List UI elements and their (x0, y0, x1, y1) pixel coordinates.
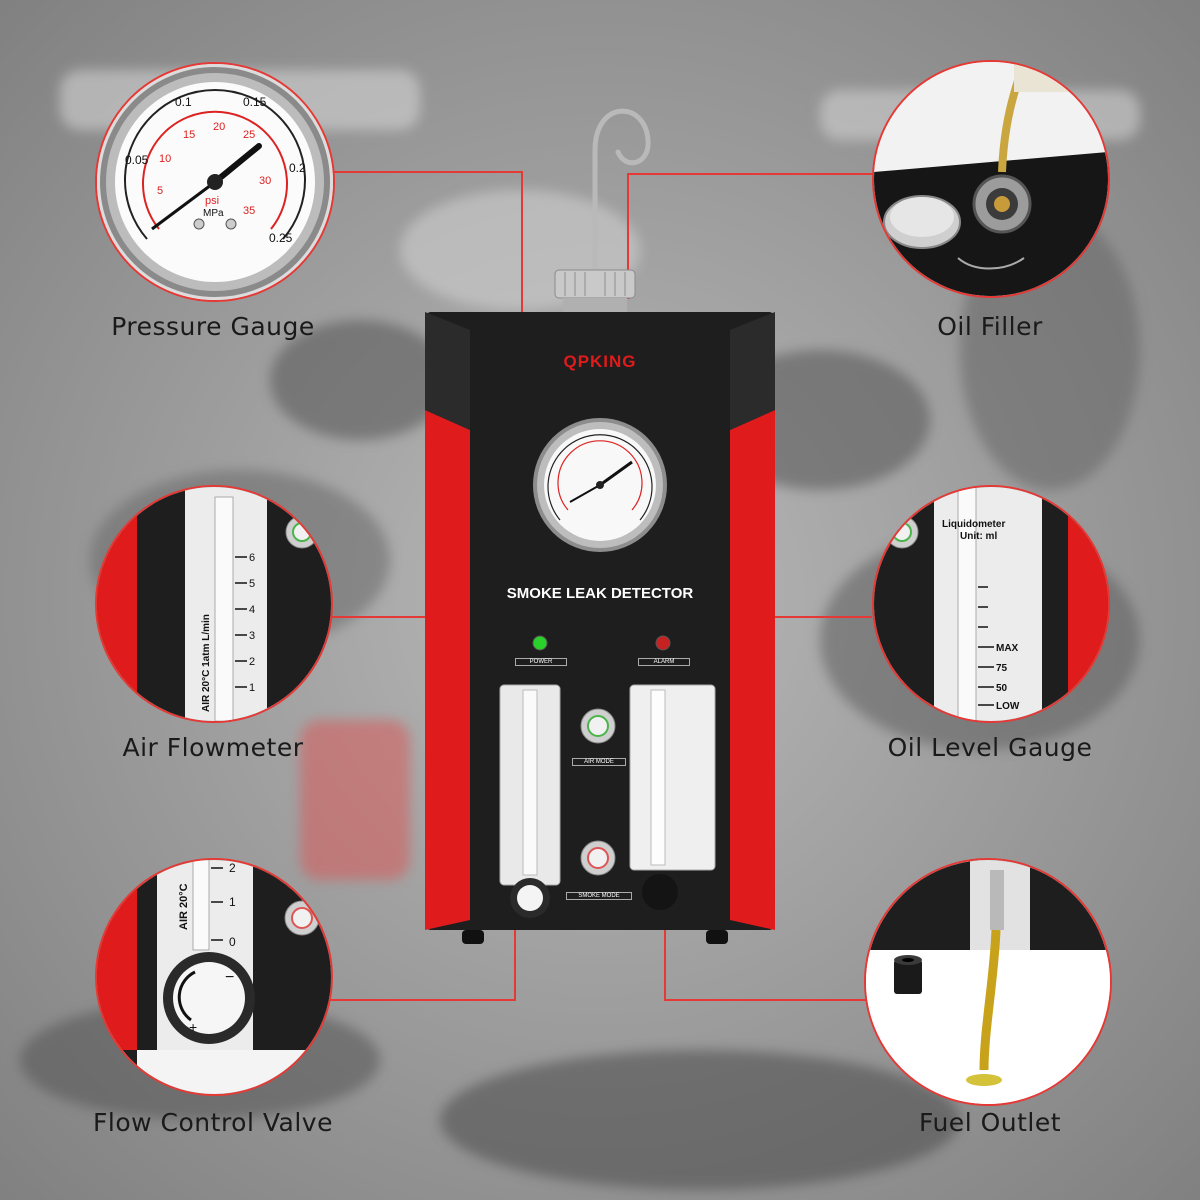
pressure-gauge-icon: 0.05 0.1 0.15 0.2 0.25 5 10 15 20 25 30 … (97, 64, 333, 300)
psi-tick: 25 (243, 129, 255, 141)
oil-mark: MAX (996, 643, 1019, 654)
oil-filler-detail (872, 60, 1110, 298)
flowmeter-unit-label: AIR 20°C 1atm L/min (201, 614, 212, 712)
mpa-tick: 0.15 (243, 95, 267, 109)
valve-tick: 2 (229, 861, 236, 875)
mpa-tick: 0.2 (289, 161, 306, 175)
fuel-outlet-detail (864, 858, 1112, 1106)
pressure-gauge-detail: 0.05 0.1 0.15 0.2 0.25 5 10 15 20 25 30 … (95, 62, 335, 302)
alarm-indicator-label: ALARM (638, 658, 690, 666)
fuel-outlet-label: Fuel Outlet (918, 1108, 1062, 1137)
pressure-gauge-label: Pressure Gauge (111, 312, 315, 341)
device-body-graphic (425, 108, 775, 944)
psi-tick: 5 (157, 185, 163, 197)
fuel-outlet-icon (866, 860, 1110, 1104)
flow-tick: 3 (249, 630, 255, 642)
psi-tick: 35 (243, 205, 255, 217)
psi-tick: 15 (183, 129, 195, 141)
psi-tick: 10 (159, 153, 171, 165)
oil-level-gauge-label: Oil Level Gauge (887, 733, 1093, 762)
mpa-tick: 0.1 (175, 95, 192, 109)
smoke-mode-button-label[interactable]: SMOKE MODE (566, 892, 632, 900)
oil-level-gauge-detail: Liquidometer Unit: ml MAX 75 50 LOW (872, 485, 1110, 723)
flow-tick: 2 (249, 656, 255, 668)
power-indicator-label: POWER (515, 658, 567, 666)
valve-plus-sign: + (189, 1019, 197, 1035)
flow-tick: 5 (249, 578, 255, 590)
mpa-unit: MPa (203, 208, 224, 219)
air-flowmeter-detail: 1 2 3 4 5 6 AIR 20°C 1atm L/min (95, 485, 333, 723)
flow-tick: 1 (249, 682, 255, 694)
flow-tick: 6 (249, 552, 255, 564)
mpa-tick: 0.25 (269, 231, 293, 245)
air-flowmeter-label: Air Flowmeter (122, 733, 304, 762)
oil-mark: LOW (996, 701, 1020, 712)
device-title: SMOKE LEAK DETECTOR (506, 585, 694, 602)
brand-logo: QPKING (563, 352, 637, 371)
oil-mark: 75 (996, 663, 1008, 674)
valve-tick: 0 (229, 935, 236, 949)
flow-control-valve-icon: 0 1 2 AIR 20°C − + (97, 860, 331, 1094)
mpa-tick: 0.05 (125, 153, 149, 167)
flow-control-valve-label: Flow Control Valve (93, 1108, 333, 1137)
psi-tick: 20 (213, 121, 225, 133)
valve-minus-sign: − (225, 969, 234, 986)
psi-tick: 30 (259, 175, 271, 187)
valve-air-label: AIR 20°C (178, 883, 190, 930)
oil-filler-label: Oil Filler (937, 312, 1043, 341)
oil-mark: 50 (996, 683, 1008, 694)
oil-filler-icon (874, 62, 1108, 296)
liquidometer-unit: Unit: ml (960, 531, 997, 542)
flow-control-valve-detail: 0 1 2 AIR 20°C − + (95, 858, 333, 1096)
valve-tick: 1 (229, 895, 236, 909)
oil-level-gauge-icon: Liquidometer Unit: ml MAX 75 50 LOW (874, 487, 1108, 721)
liquidometer-title: Liquidometer (942, 519, 1005, 530)
psi-unit: psi (205, 195, 219, 207)
smoke-leak-detector-device: QPKING SMOKE LEAK DETECTOR POWER ALARM A… (420, 90, 780, 950)
air-mode-button-label[interactable]: AIR MODE (572, 758, 626, 766)
air-flowmeter-icon: 1 2 3 4 5 6 AIR 20°C 1atm L/min (97, 487, 331, 721)
flow-tick: 4 (249, 604, 255, 616)
